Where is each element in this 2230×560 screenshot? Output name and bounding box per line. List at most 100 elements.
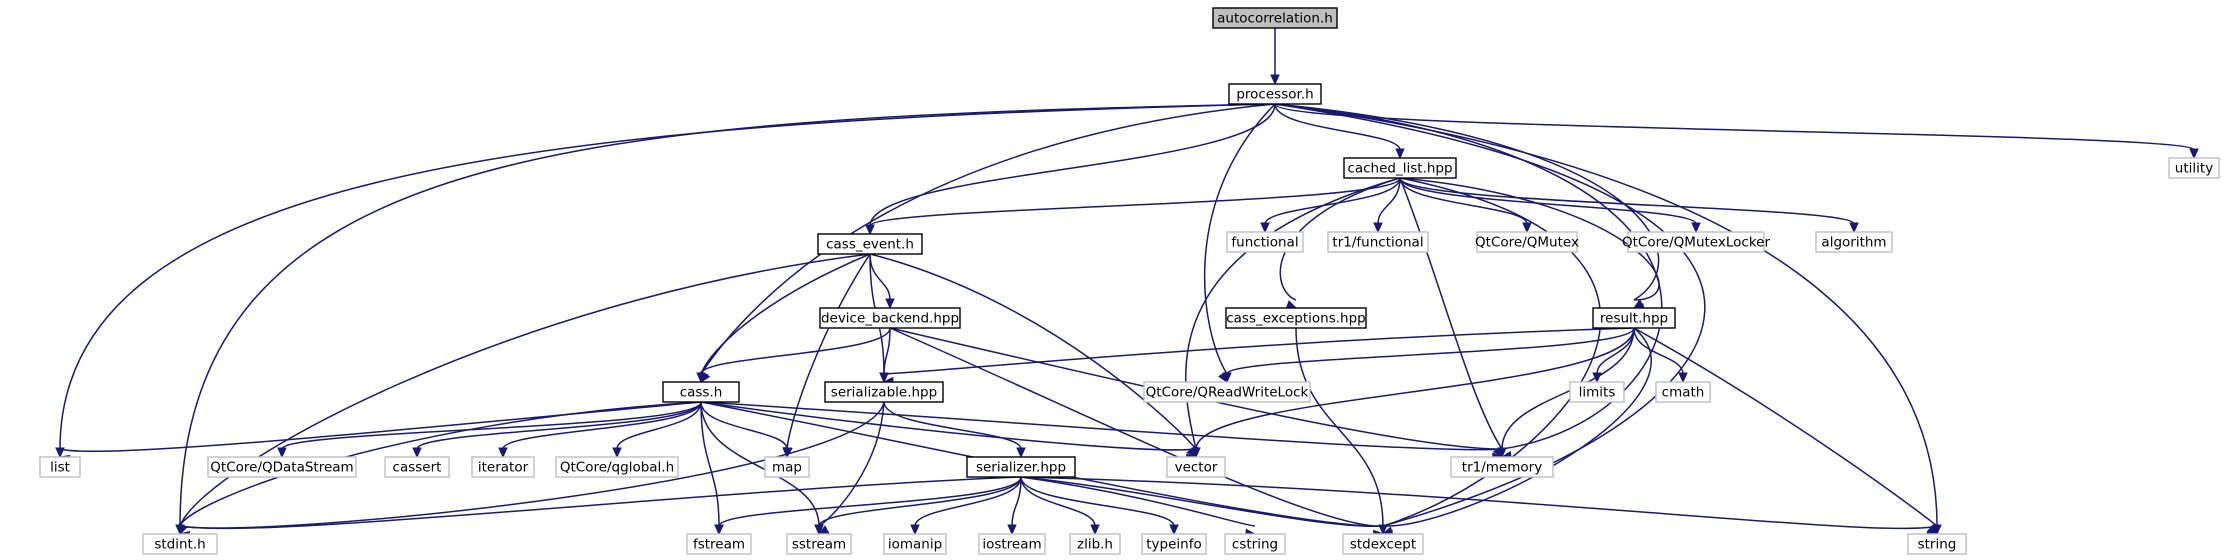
edge-result_hpp-to-tr1_memory [1501,327,1635,450]
node-box [1476,231,1578,253]
edge-processor_h-to-string [1274,103,1938,527]
node-label: stdexcept [1350,537,1416,553]
node-cass-event-h[interactable]: cass_event.h [817,233,923,255]
node-cass-h[interactable]: cass.h [662,381,740,403]
arrowhead-cass_h-to-iterator [498,447,508,459]
node-label: map [772,460,802,476]
edge-cass_h-to-qtcore_qglobal_h [616,401,702,450]
edge-result_hpp-to-vector [1195,327,1635,450]
node-label: cached_list.hpp [1347,161,1452,177]
node-cass-exceptions-hpp[interactable]: cass_exceptions.hpp [1225,307,1367,329]
edge-serializer_hpp-to-fstream [718,476,1022,527]
node-box [786,533,852,555]
node-label: serializable.hpp [831,385,937,401]
edge-cached_list_hpp-to-tr1_functional [1377,177,1401,225]
edge-cass_h-to-sstream [700,401,820,527]
node-zlib-h: zlib.h [1069,533,1121,555]
node-box [384,456,450,478]
node-cached-list-hpp[interactable]: cached_list.hpp [1343,157,1457,179]
node-label: sstream [792,537,846,553]
edge-cass_h-to-map [700,401,788,450]
node-iterator: iterator [471,456,535,478]
node-list: list [39,456,81,478]
node-box [1166,456,1226,478]
node-label: QtCore/QMutex [1475,235,1579,251]
node-qtcore-qglobal-h: QtCore/qglobal.h [555,456,679,478]
node-stdint-h: stdint.h [142,533,218,555]
node-functional: functional [1226,231,1304,253]
node-label: QtCore/QReadWriteLock [1146,385,1309,401]
edge-serializer_hpp-to-stdint_h [179,476,1022,530]
node-label: iomanip [888,537,942,553]
edge-serializer_hpp-to-iomanip [914,476,1022,527]
edge-result_hpp-to-string [1633,327,1938,527]
node-label: algorithm [1821,235,1886,251]
node-box [1907,533,1967,555]
node-label: fstream [693,537,745,553]
edge-device_backend_hpp-to-stdexcept [889,327,1384,527]
node-processor-h[interactable]: processor.h [1228,83,1322,105]
node-label: QtCore/QMutexLocker [1622,235,1771,251]
edge-cached_list_hpp-to-qtcore_qmutex [1399,177,1528,225]
node-label: serializer.hpp [976,460,1066,476]
node-label: cstring [1232,537,1278,553]
dependency-edges [55,28,2199,541]
edge-serializer_hpp-to-stdexcept [1020,476,1384,528]
node-qtcore-qmutexlocker: QtCore/QMutexLocker [1622,231,1771,253]
edge-result_hpp-to-serializable_hpp [883,327,1635,375]
arrowhead-cached_list_hpp-to-tr1_functional [1373,222,1383,234]
edge-cached_list_hpp-to-qtcore_qmutexlocker [1399,177,1697,225]
arrowhead-processor_h-to-cached_list_hpp [1395,148,1405,160]
node-label: tr1/memory [1462,460,1542,476]
node-sstream: sstream [786,533,852,555]
arrowhead-result_hpp-to-string [1926,524,1938,535]
node-cassert: cassert [384,456,450,478]
node-label: cmath [1662,385,1705,401]
node-label: stdint.h [154,537,205,553]
arrowhead-serializable_hpp-to-serializer_hpp [1016,447,1026,459]
edge-serializable_hpp-to-serializer_hpp [883,401,1022,450]
node-label: zlib.h [1077,537,1113,553]
node-iomanip: iomanip [883,533,947,555]
node-box [686,533,752,555]
node-autocorrelation-h[interactable]: autocorrelation.h [1212,7,1338,29]
node-device-backend-hpp[interactable]: device_backend.hpp [819,307,961,329]
node-label: iostream [982,537,1041,553]
node-box [1225,307,1367,329]
node-label: cass.h [680,385,723,401]
arrowhead-result_hpp-to-vector [1191,447,1201,459]
node-box [207,456,357,478]
edge-device_backend_hpp-to-cass_h [700,327,891,375]
edge-cached_list_hpp-to-functional [1264,177,1401,225]
node-serializer-hpp[interactable]: serializer.hpp [966,456,1076,478]
node-serializable-hpp[interactable]: serializable.hpp [824,381,944,403]
header-nodes: autocorrelation.h processor.h cached_list.… [39,7,2220,555]
arrowhead-serializer_hpp-to-sstream [814,524,824,536]
node-result-hpp[interactable]: result.hpp [1592,307,1676,329]
edge-cass_h-to-iterator [502,401,702,450]
edge-device_backend_hpp-to-serializable_hpp [883,327,891,375]
node-algorithm: algorithm [1815,231,1893,253]
node-box [39,456,81,478]
arrowhead-serializer_hpp-to-iomanip [910,524,920,536]
node-string: string [1907,533,1967,555]
arrowhead-cached_list_hpp-to-functional [1260,222,1270,234]
node-label: device_backend.hpp [821,311,959,327]
edge-processor_h-to-tr1_memory [1274,103,1663,450]
edge-cass_h-to-tr1_memory [700,401,1503,451]
node-tr1-memory: tr1/memory [1450,456,1554,478]
node-label: vector [1175,460,1218,476]
node-box [2168,157,2220,179]
node-box [1450,456,1554,478]
edge-cass_h-to-vector [700,401,1197,451]
arrowhead-cass_exceptions_hpp-to-stdexcept [1378,524,1388,536]
node-iostream: iostream [978,533,1046,555]
node-qtcore-qdatastream: QtCore/QDataStream [207,456,357,478]
node-limits: limits [1569,381,1625,403]
edge-serializer_hpp-to-cstring [1020,476,1256,527]
node-label: cass_event.h [826,237,914,253]
edge-processor_h-to-qtcore_qreadwritelock [1203,103,1276,375]
arrowhead-cass_h-to-qtcore_qglobal_h [612,447,622,459]
arrowhead-cass_event_h-to-device_backend_hpp [885,298,895,310]
